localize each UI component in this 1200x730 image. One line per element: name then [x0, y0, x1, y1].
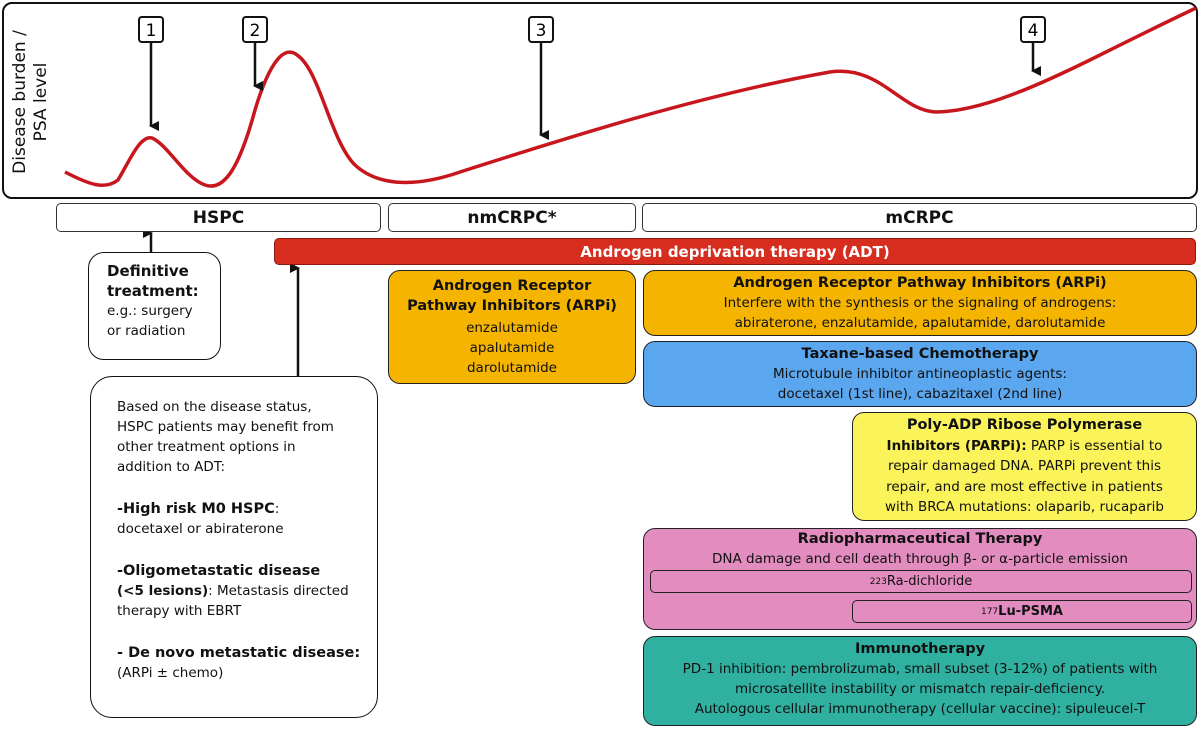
parpi-card: Poly-ADP Ribose Polymerase Inhibitors (P… [852, 412, 1197, 521]
oligo-title: -Oligometastatic disease [117, 563, 321, 579]
ra-name: Ra-dichloride [886, 574, 973, 589]
denovo-text: (ARPi ± chemo) [117, 665, 224, 681]
hspc-intro-1: Based on the disease status, [117, 399, 312, 415]
disease-burden-curve [64, 6, 1197, 188]
parpi-line4: repair, and are most effective in patien… [886, 478, 1163, 495]
lu-name: Lu-PSMA [998, 604, 1063, 619]
stage-hspc: HSPC [56, 203, 381, 232]
oligo-text-1: : Metastasis directed [208, 583, 349, 599]
definitive-treatment-box: Definitive treatment: e.g.: surgery or r… [88, 252, 221, 360]
radio-line1: DNA damage and cell death through β- or … [712, 551, 1128, 567]
ra-isotope: 223 [869, 576, 887, 587]
arpi-nm-drug-1: enzalutamide [466, 320, 558, 336]
arpi-m-line2: abiraterone, enzalutamide, apalutamide, … [734, 315, 1106, 331]
arpi-nmcrpc-card: Androgen Receptor Pathway Inhibitors (AR… [388, 270, 636, 384]
parpi-title-1: Poly-ADP Ribose Polymerase [906, 417, 1143, 433]
arpi-nm-title-2: Pathway Inhibitors (ARPi) [407, 298, 617, 314]
m0-text: docetaxel or abiraterone [117, 521, 284, 537]
marker-2-label: 2 [250, 21, 261, 41]
taxane-title: Taxane-based Chemotherapy [801, 346, 1039, 362]
arpi-nm-drug-3: darolutamide [466, 360, 557, 376]
hspc-options-box: Based on the disease status, HSPC patien… [90, 376, 378, 718]
arpi-mcrpc-card: Androgen Receptor Pathway Inhibitors (AR… [643, 270, 1197, 336]
definitive-line1: e.g.: surgery [107, 303, 193, 319]
immuno-title: Immunotherapy [854, 641, 986, 657]
hspc-intro-2: HSPC patients may benefit from [117, 419, 334, 435]
taxane-line2: docetaxel (1st line), cabazitaxel (2nd l… [777, 386, 1063, 402]
taxane-card: Taxane-based Chemotherapy Microtubule in… [643, 341, 1197, 407]
lu-isotope: 177 [980, 606, 999, 617]
denovo-title: - De novo metastatic disease: [117, 645, 361, 661]
hspc-intro-4: addition to ADT: [117, 459, 226, 475]
parpi-line5: with BRCA mutations: olaparib, rucaparib [885, 499, 1164, 515]
marker-1-label: 1 [146, 21, 157, 41]
immunotherapy-card: Immunotherapy PD-1 inhibition: pembroliz… [643, 636, 1197, 726]
immuno-line1: PD-1 inhibition: pembrolizumab, small su… [682, 661, 1158, 677]
stage-nmcrpc: nmCRPC* [388, 203, 636, 232]
oligo-lesions: (<5 lesions) [117, 583, 209, 599]
immuno-line3: Autologous cellular immunotherapy (cellu… [694, 701, 1146, 717]
definitive-title-line1: Definitive [107, 262, 189, 280]
parpi-title-2: Inhibitors (PARPi): [886, 437, 1027, 454]
arpi-nm-drug-2: apalutamide [469, 340, 555, 356]
taxane-line1: Microtubule inhibitor antineoplastic age… [773, 366, 1067, 382]
marker-4-label: 4 [1028, 21, 1039, 41]
marker-3-label: 3 [536, 21, 547, 41]
adt-bar: Androgen deprivation therapy (ADT) [274, 238, 1196, 265]
immuno-line2: microsatellite instability or mismatch r… [734, 681, 1106, 697]
radio-title: Radiopharmaceutical Therapy [797, 531, 1043, 547]
definitive-title-line2: treatment: [107, 282, 199, 300]
arpi-nm-title-1: Androgen Receptor [432, 278, 592, 294]
parpi-text-2: PARP is essential to [1026, 437, 1163, 454]
oligo-text-2: therapy with EBRT [117, 603, 242, 619]
arpi-m-line1: Interfere with the synthesis or the sign… [723, 295, 1117, 311]
m0-colon: : [274, 501, 280, 517]
arpi-m-title: Androgen Receptor Pathway Inhibitors (AR… [733, 275, 1107, 291]
hspc-intro-3: other treatment options in [117, 439, 296, 455]
definitive-line2: or radiation [107, 323, 186, 339]
stage-mcrpc: mCRPC [642, 203, 1197, 232]
m0-title: -High risk M0 HSPC [117, 501, 275, 517]
parpi-line3: repair damaged DNA. PARPi prevent this [887, 458, 1162, 474]
